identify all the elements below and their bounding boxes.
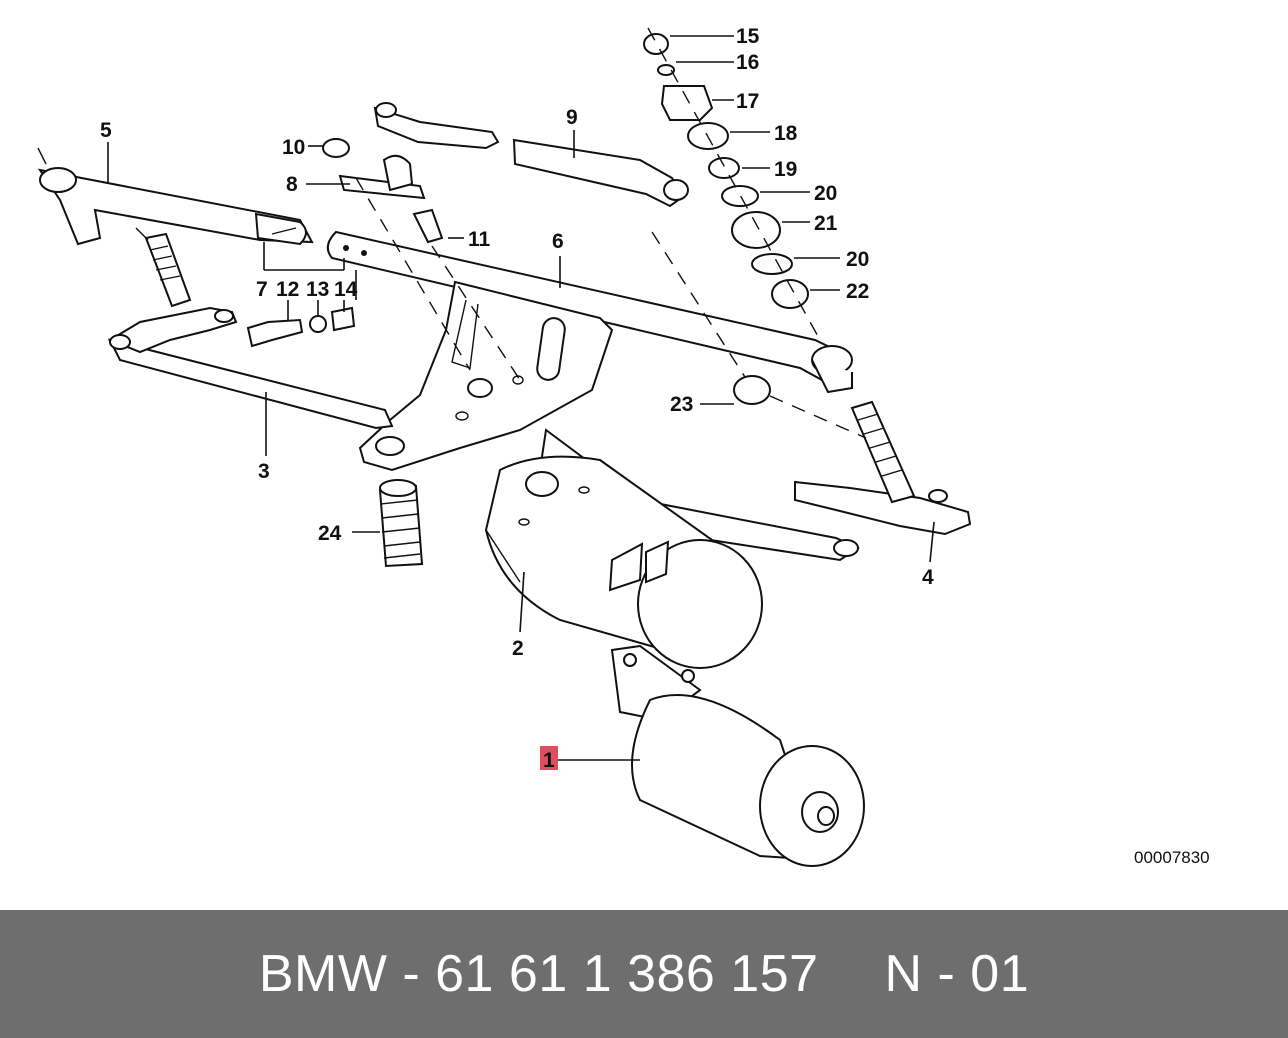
label-2: 2: [512, 637, 524, 660]
label-20b: 20: [846, 248, 869, 271]
callout-labels: 5 3 2 4 6 9 7 8 10 11 12 13 14 15 16 17 …: [100, 25, 1210, 867]
label-13: 13: [306, 278, 329, 301]
label-8: 8: [286, 173, 298, 196]
parts-diagram: 5 3 2 4 6 9 7 8 10 11 12 13 14 15 16 17 …: [37, 25, 1210, 867]
spring-24: [378, 479, 424, 568]
label-20a: 20: [814, 182, 837, 205]
mounting-plate: [358, 280, 614, 472]
linkage-rod-3: [107, 227, 394, 430]
label-17: 17: [736, 90, 759, 113]
label-16: 16: [736, 51, 759, 74]
label-1: 1: [543, 749, 555, 772]
crossbar-6: [326, 230, 853, 394]
bolt-parts: [246, 138, 867, 439]
gearbox-2: [484, 455, 763, 669]
part-number: BMW - 61 61 1 386 157: [258, 945, 819, 1003]
highlight-box: [540, 746, 558, 770]
label-18: 18: [774, 122, 798, 145]
diagram-reference-number: 00007830: [1134, 848, 1210, 867]
label-14: 14: [334, 278, 358, 301]
label-4: 4: [922, 566, 934, 589]
label-21: 21: [814, 212, 838, 235]
label-12: 12: [276, 278, 299, 301]
label-15: 15: [736, 25, 760, 48]
label-7: 7: [256, 278, 268, 301]
motor-1: [610, 644, 865, 867]
label-10: 10: [282, 136, 305, 159]
wiper-spindle-4: [794, 400, 972, 536]
label-24: 24: [318, 522, 342, 545]
label-9: 9: [566, 106, 578, 129]
label-6: 6: [552, 230, 564, 253]
leader-lines: [107, 35, 935, 761]
label-23: 23: [670, 393, 693, 416]
bushing-stack: [643, 27, 821, 405]
linkage-rod-5: [37, 147, 314, 246]
linkage-rod-9: [373, 102, 689, 208]
part-number-footer: BMW - 61 61 1 386 157 N - 01: [0, 910, 1288, 1038]
label-22: 22: [846, 280, 869, 303]
position-code: N - 01: [884, 945, 1030, 1003]
label-19: 19: [774, 158, 797, 181]
label-3: 3: [258, 460, 270, 483]
label-5: 5: [100, 119, 112, 142]
label-11: 11: [468, 228, 491, 251]
